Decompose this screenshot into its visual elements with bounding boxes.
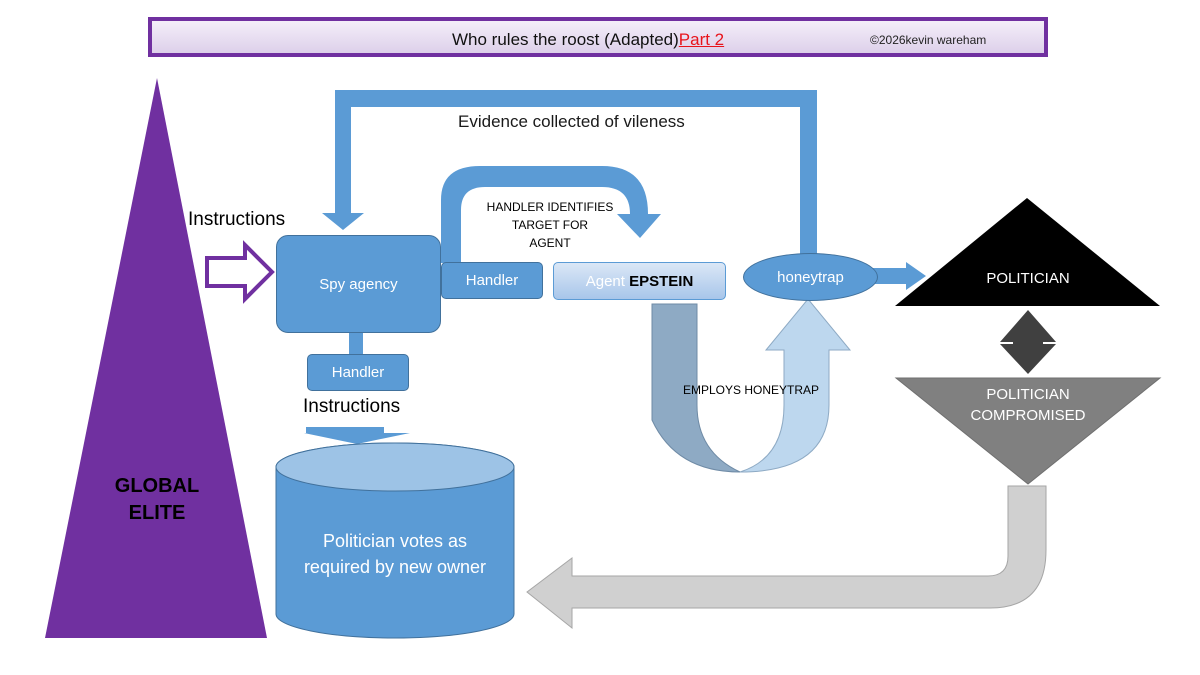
politician-compromised-triangle (894, 377, 1162, 485)
spy-agency-label: Spy agency (319, 275, 398, 293)
part-2-link[interactable]: Part 2 (678, 30, 725, 49)
instructions-label-left: Instructions (188, 209, 286, 230)
politician-compromised-line2: COMPROMISED (970, 407, 1086, 424)
handler-identifies-arrow (441, 166, 661, 263)
instructions-hollow-arrow (205, 240, 275, 304)
compromise-double-arrow (1000, 310, 1056, 374)
evidence-loop-arrow (322, 90, 817, 255)
politician-compromised-line1: POLITICIAN (986, 386, 1070, 403)
cylinder-label: Politician votes as required by new owne… (276, 528, 514, 580)
instructions-down-arrow (304, 427, 410, 444)
spy-handler-connector (349, 332, 363, 356)
cylinder-line1: Politician votes as (322, 531, 468, 551)
global-elite-line2: ELITE (128, 502, 186, 524)
handler-identifies-label: HANDLER IDENTIFIES TARGET FOR AGENT (472, 198, 628, 252)
diagram-title: Who rules the roost (Adapted)Part 2 (452, 30, 724, 50)
politician-triangle (895, 198, 1160, 306)
evidence-label: Evidence collected of vileness (458, 112, 685, 131)
handler-identifies-line3: AGENT (529, 236, 571, 250)
honeytrap-to-politician-arrow (870, 262, 926, 290)
spy-agency-box: Spy agency (276, 235, 441, 333)
global-elite-label: GLOBAL ELITE (95, 473, 219, 527)
handler-box-below: Handler (307, 354, 409, 391)
title-main: Who rules the roost (Adapted) (452, 30, 679, 49)
politician-compromised-label: POLITICIAN COMPROMISED (948, 384, 1108, 426)
handler-identifies-line1: HANDLER IDENTIFIES (486, 200, 614, 214)
title-bar: Who rules the roost (Adapted)Part 2 ©202… (148, 17, 1048, 57)
honeytrap-label: honeytrap (777, 268, 844, 286)
agent-epstein-box: Agent EPSTEIN (553, 262, 726, 300)
handler-identifies-line2: TARGET FOR (511, 218, 589, 232)
agent-name: EPSTEIN (629, 272, 694, 290)
return-arrow (526, 485, 1047, 630)
politician-label: POLITICIAN (986, 270, 1070, 287)
employs-honeytrap-up (739, 298, 852, 473)
employs-honeytrap-label: EMPLOYS HONEYTRAP (683, 383, 820, 397)
honeytrap-node: honeytrap (743, 253, 878, 301)
cylinder-line2: required by new owner (303, 557, 487, 577)
instructions-label-bottom: Instructions (303, 396, 401, 417)
agent-prefix: Agent (585, 272, 625, 290)
global-elite-triangle (45, 78, 267, 638)
handler-below-label: Handler (331, 364, 385, 381)
global-elite-line1: GLOBAL (114, 475, 200, 497)
copyright-text: ©2026kevin wareham (870, 33, 987, 47)
votes-cylinder-top (275, 442, 515, 492)
handler-box-right: Handler (441, 262, 543, 299)
handler-right-label: Handler (465, 272, 519, 289)
